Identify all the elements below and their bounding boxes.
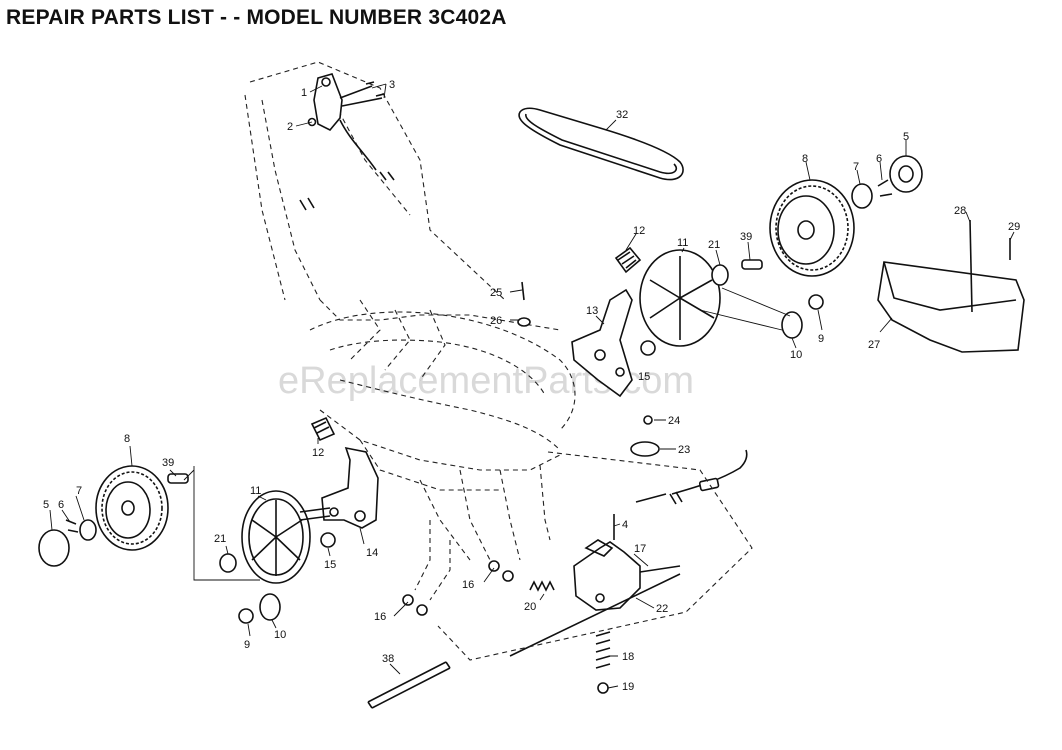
axle-stub	[299, 507, 331, 521]
callout-16-center: 16	[462, 579, 474, 591]
grip-12-left	[310, 416, 336, 442]
bushing-39-left	[167, 473, 189, 484]
callout-7-right: 7	[853, 161, 859, 173]
callout-5-right: 5	[903, 131, 909, 143]
callout-10-right: 10	[790, 349, 802, 361]
hubcap-5	[889, 155, 923, 193]
callout-13: 13	[586, 305, 598, 317]
control-cable	[635, 449, 748, 505]
washer-21-left	[219, 553, 237, 573]
callout-19: 19	[622, 681, 634, 693]
grip-12-left-hatch	[313, 421, 330, 434]
pinion-10-left	[259, 593, 281, 621]
nut-24	[643, 415, 653, 425]
callout-17: 17	[634, 543, 646, 555]
left-rear-wheel	[95, 465, 169, 551]
callout-21-left: 21	[214, 533, 226, 545]
leader-lines	[49, 83, 1015, 689]
nut-19	[597, 682, 609, 694]
callout-7-left: 7	[76, 485, 82, 497]
drive-belt	[518, 107, 684, 181]
drive-bracket-13	[571, 288, 633, 398]
right-rear-wheel	[769, 179, 855, 277]
rod-38	[367, 661, 451, 709]
gear-15-right	[640, 340, 656, 356]
callout-29: 29	[1008, 221, 1020, 233]
callout-25: 25	[490, 287, 502, 299]
callout-3: 3	[389, 79, 395, 91]
callout-14: 14	[366, 547, 378, 559]
washer-26	[517, 317, 531, 327]
callout-10-left: 10	[274, 629, 286, 641]
callout-5-left: 5	[43, 499, 49, 511]
transmission-22	[573, 539, 641, 611]
callout-24: 24	[668, 415, 680, 427]
callout-8-left: 8	[124, 433, 130, 445]
callout-26: 26	[490, 315, 502, 327]
hubcap-washer-7	[851, 183, 873, 209]
callout-16-left: 16	[374, 611, 386, 623]
hubcap-5-left	[38, 529, 70, 567]
callout-15-right: 15	[638, 371, 650, 383]
callout-12-right: 12	[633, 225, 645, 237]
callout-11-left: 11	[250, 485, 261, 497]
left-drive-gear-case	[241, 490, 311, 584]
drive-shaft	[509, 573, 681, 657]
callout-9-left: 9	[244, 639, 250, 651]
shaft-17	[639, 565, 681, 573]
clip-6-left	[65, 519, 79, 533]
callout-12-left: 12	[312, 447, 324, 459]
callout-11-right: 11	[677, 237, 688, 249]
page-title: REPAIR PARTS LIST - - MODEL NUMBER 3C402…	[6, 6, 507, 29]
nut-16-a	[488, 560, 500, 572]
right-drive-gear-case	[639, 249, 721, 347]
drive-bracket-14	[321, 446, 379, 529]
callout-20: 20	[524, 601, 536, 613]
callout-8-right: 8	[802, 153, 808, 165]
nut-9-right	[808, 294, 824, 310]
callout-21-right: 21	[708, 239, 720, 251]
callout-22: 22	[656, 603, 668, 615]
callout-1: 1	[301, 87, 307, 99]
handle-bracket-assembly	[299, 73, 395, 211]
callout-38: 38	[382, 653, 394, 665]
pinion-10-right	[781, 311, 803, 339]
washer-21-right	[711, 264, 729, 286]
pulley-23	[630, 441, 660, 457]
spring-18	[595, 631, 611, 669]
callout-18: 18	[622, 651, 634, 663]
callout-6-left: 6	[58, 499, 64, 511]
nut-16-b	[502, 570, 514, 582]
transmission-outline	[437, 451, 753, 661]
callout-39-right: 39	[740, 231, 752, 243]
callout-9-right: 9	[818, 333, 824, 345]
bushing-39-right	[741, 259, 763, 270]
nut-16-d	[416, 604, 428, 616]
mower-body-outline	[244, 61, 576, 601]
callout-6-right: 6	[876, 153, 882, 165]
nut-16-c	[402, 594, 414, 606]
bolt-25	[521, 281, 525, 301]
callout-labels: 1 2 3 32 8 7 6 5 28 29 12 11 21 39 25 26…	[43, 79, 1020, 693]
gear-15-left	[320, 532, 336, 548]
spring-20	[529, 580, 555, 592]
clip-6	[877, 179, 893, 197]
callout-32: 32	[616, 109, 628, 121]
grip-12-hatch	[617, 251, 637, 269]
callout-15-left: 15	[324, 559, 336, 571]
rear-flap	[877, 261, 1025, 353]
callout-23: 23	[678, 444, 690, 456]
callout-28: 28	[954, 205, 966, 217]
washer-7-left	[79, 519, 97, 541]
callout-4: 4	[622, 519, 628, 531]
screw-28	[969, 219, 973, 313]
callout-27: 27	[868, 339, 880, 351]
callout-39-left: 39	[162, 457, 174, 469]
callout-2: 2	[287, 121, 293, 133]
nut-9-left	[238, 608, 254, 624]
